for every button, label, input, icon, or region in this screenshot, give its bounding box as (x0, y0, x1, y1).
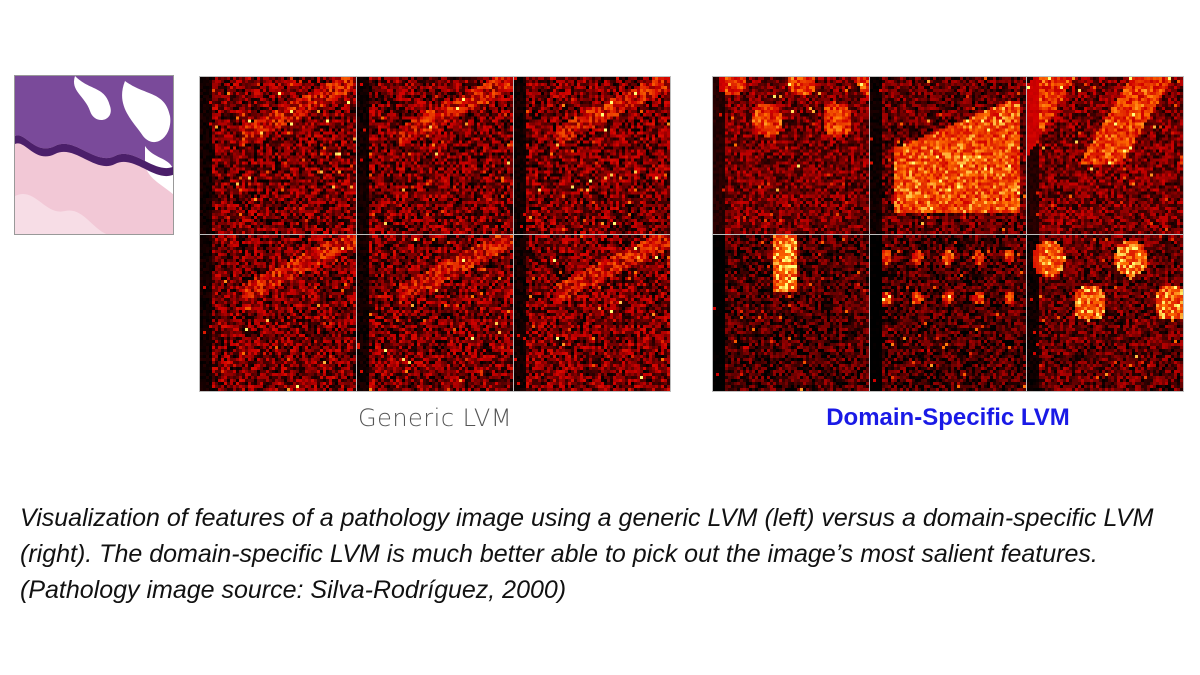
generic-feature-map-2 (357, 77, 513, 234)
domain-feature-map-1 (713, 77, 869, 234)
generic-feature-map-6 (514, 234, 670, 391)
figure-caption: Visualization of features of a pathology… (20, 504, 1154, 604)
generic-feature-map-5 (357, 234, 513, 391)
generic-feature-map-4 (200, 234, 356, 391)
domain-specific-feature-grid (712, 76, 1184, 392)
domain-feature-map-3 (1027, 77, 1183, 234)
generic-lvm-label: Generic LVM (357, 404, 513, 432)
domain-feature-map-4 (713, 234, 869, 391)
domain-feature-map-2 (870, 77, 1026, 234)
generic-feature-grid (199, 76, 671, 392)
domain-feature-map-5 (870, 234, 1026, 391)
domain-feature-map-6 (1027, 234, 1183, 391)
pathology-image-thumbnail (14, 75, 174, 235)
generic-feature-map-3 (514, 77, 670, 234)
pathology-tissue-graphic (15, 76, 173, 234)
generic-feature-map-1 (200, 77, 356, 234)
domain-specific-lvm-label: Domain-Specific LVM (826, 404, 1070, 431)
